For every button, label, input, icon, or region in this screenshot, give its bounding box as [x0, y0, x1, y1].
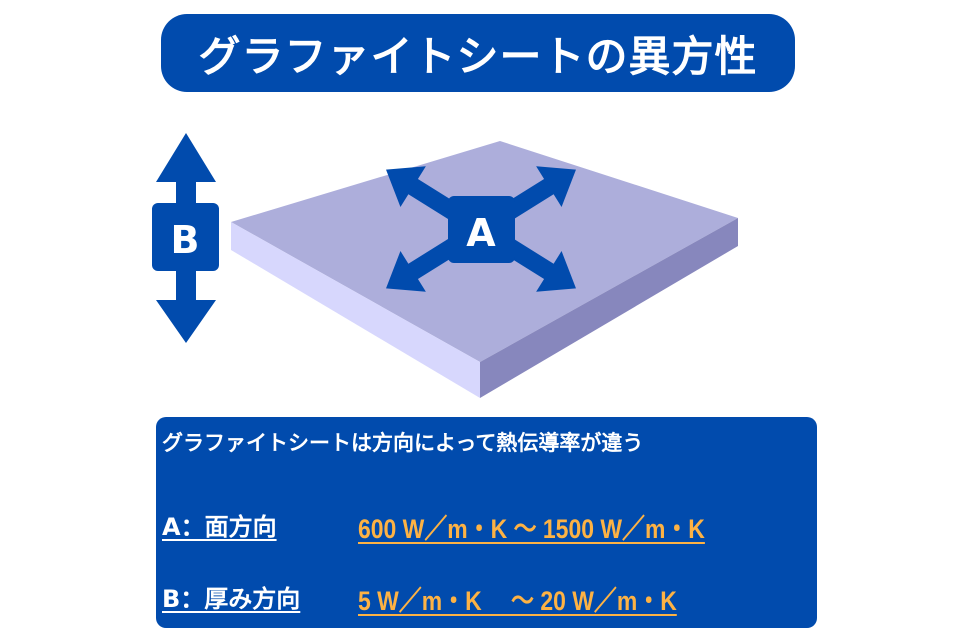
in-plane-value: 600 W／m・K ～ 1500 W／m・K: [358, 514, 705, 544]
label-b-box: [152, 203, 219, 271]
in-plane-arrows-icon: A: [386, 166, 576, 292]
label-b: B: [171, 218, 200, 262]
thickness-arrow-icon: B: [152, 133, 219, 343]
label-a: A: [466, 211, 496, 255]
in-plane-label: A：面方向: [162, 513, 277, 541]
label-a-box: [448, 196, 515, 263]
thickness-value: 5 W／m・K ～ 20 W／m・K: [358, 586, 677, 616]
thickness-label: B：厚み方向: [162, 585, 301, 613]
graphite-sheet: [231, 141, 738, 398]
sheet-front-face: [231, 222, 480, 398]
sheet-side-face: [480, 218, 738, 398]
info-heading: グラファイトシートは方向によって熱伝導率が違う: [162, 431, 644, 455]
conductivity-info-panel: グラファイトシートは方向によって熱伝導率が違う A：面方向 600 W／m・K …: [156, 417, 817, 628]
page-title: グラファイトシートの異方性: [161, 14, 795, 92]
